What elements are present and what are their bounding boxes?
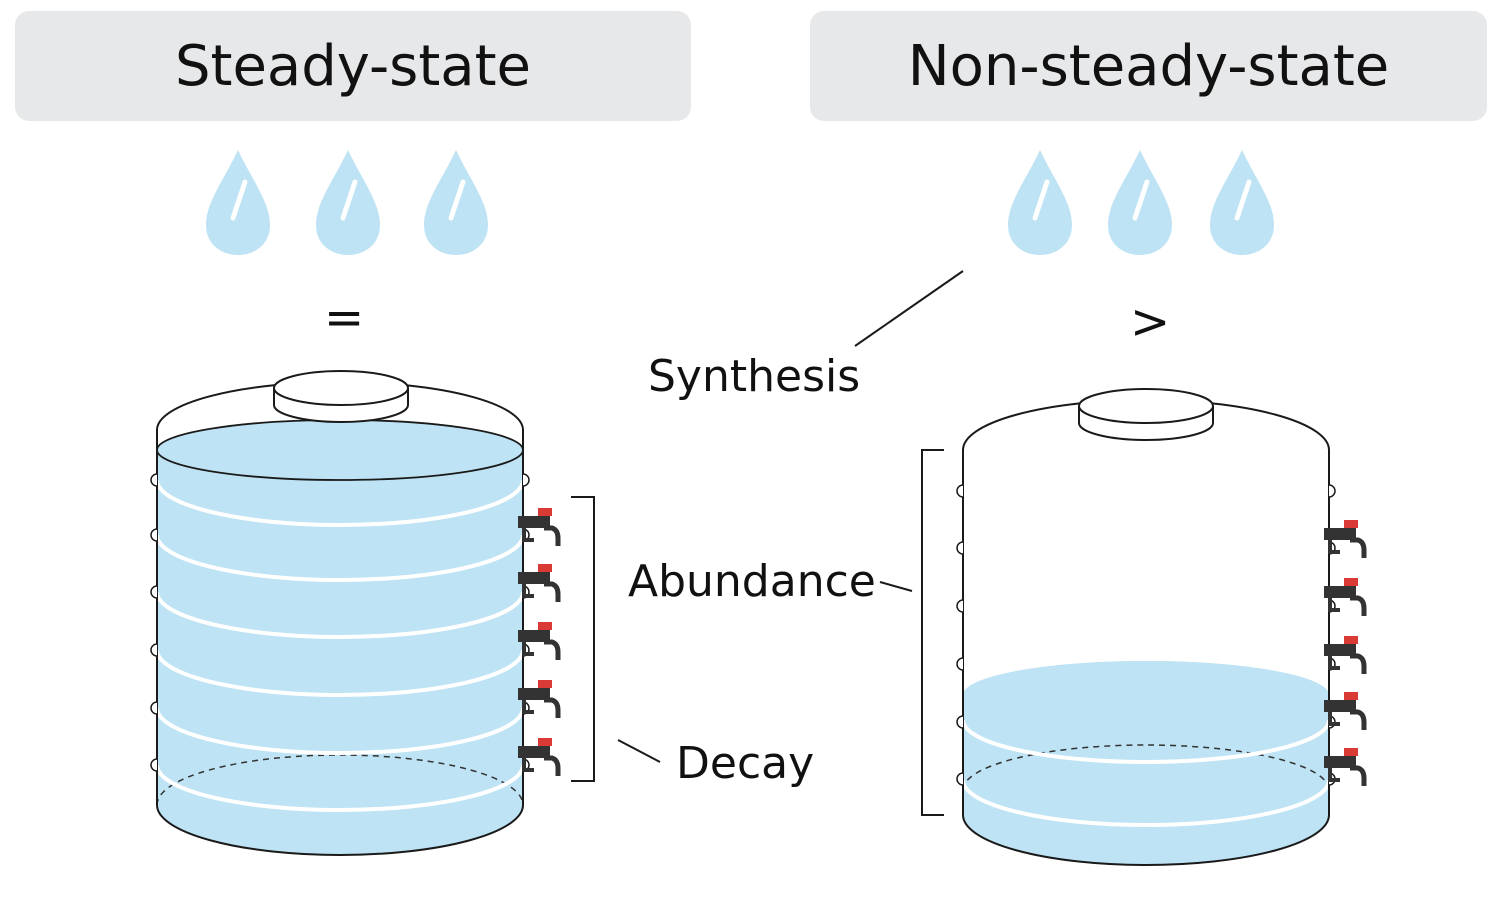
drop-icon: [1008, 150, 1072, 255]
abundance-bracket: [921, 449, 944, 816]
tank-non-steady-state: [956, 388, 1336, 866]
header-steady-state: Steady-state: [15, 11, 691, 121]
tank-steady-state: [150, 370, 530, 856]
header-steady-state-text: Steady-state: [174, 33, 532, 99]
abundance-leader-line: [879, 581, 913, 592]
header-non-steady-state: Non-steady-state: [810, 11, 1487, 121]
drop-icon: [1108, 150, 1172, 255]
equals-operator: =: [324, 290, 365, 346]
tank-lid: [1078, 388, 1214, 441]
synthesis-label: Synthesis: [648, 351, 861, 402]
drop-icon: [206, 150, 270, 255]
header-non-steady-state-text: Non-steady-state: [907, 33, 1390, 99]
drop-icon: [1210, 150, 1274, 255]
synthesis-leader-line: [854, 270, 964, 347]
drop-icon: [424, 150, 488, 255]
tank-lid: [273, 370, 409, 423]
abundance-label: Abundance: [628, 556, 876, 607]
greater-than-operator: >: [1130, 294, 1171, 350]
taps-bracket: [571, 496, 595, 782]
decay-label: Decay: [676, 738, 815, 789]
drop-icon: [316, 150, 380, 255]
decay-leader-line: [617, 739, 661, 763]
